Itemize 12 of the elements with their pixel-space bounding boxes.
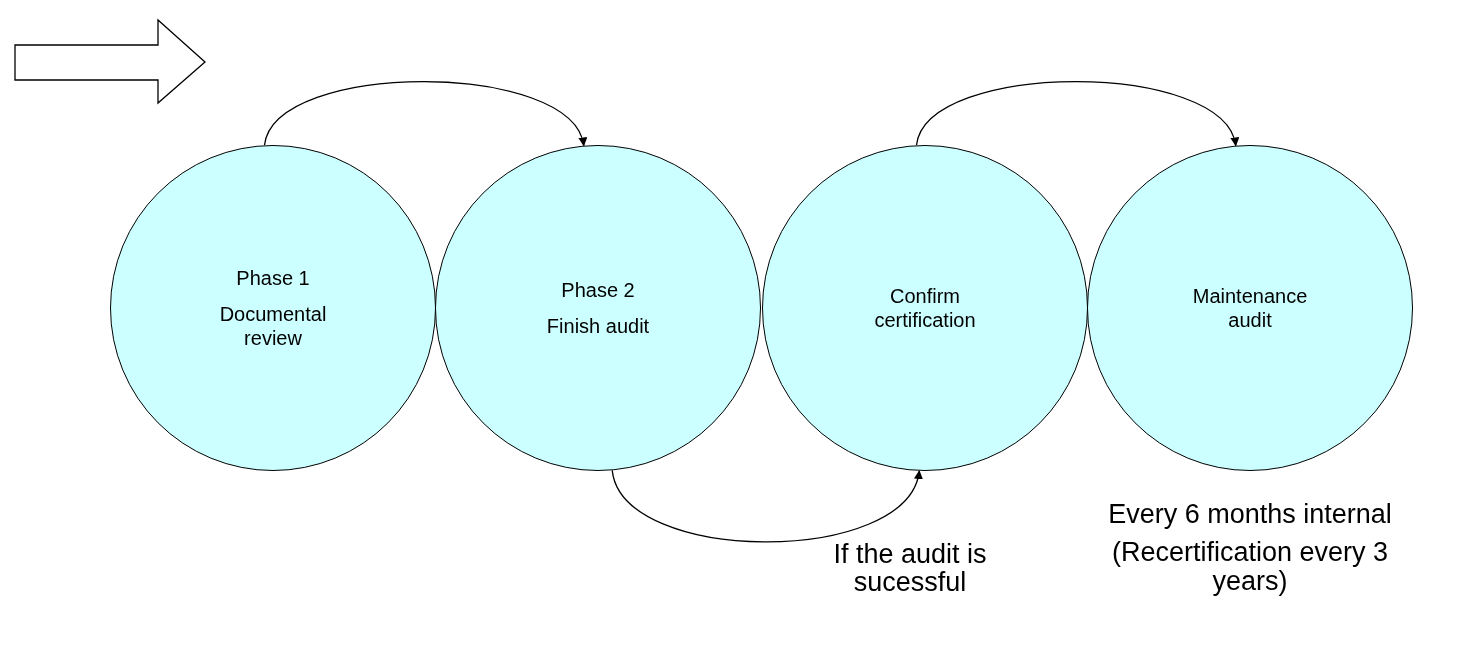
- node-text: Maintenance audit: [1191, 284, 1309, 332]
- node-text: Documental review: [218, 302, 328, 350]
- note-text: If the audit is sucessful: [832, 540, 988, 597]
- note-text: (Recertification every 3 years): [1110, 538, 1390, 596]
- node-text: Confirm certification: [873, 284, 977, 332]
- curved-arrow: [611, 469, 921, 543]
- node-text: Finish audit: [546, 314, 650, 338]
- note-text: Every 6 months internal: [1107, 500, 1393, 529]
- node-text: Phase 1: [236, 266, 310, 290]
- node-text: Phase 2: [561, 278, 635, 302]
- curved-arrow: [263, 81, 585, 147]
- curved-arrow: [915, 81, 1237, 147]
